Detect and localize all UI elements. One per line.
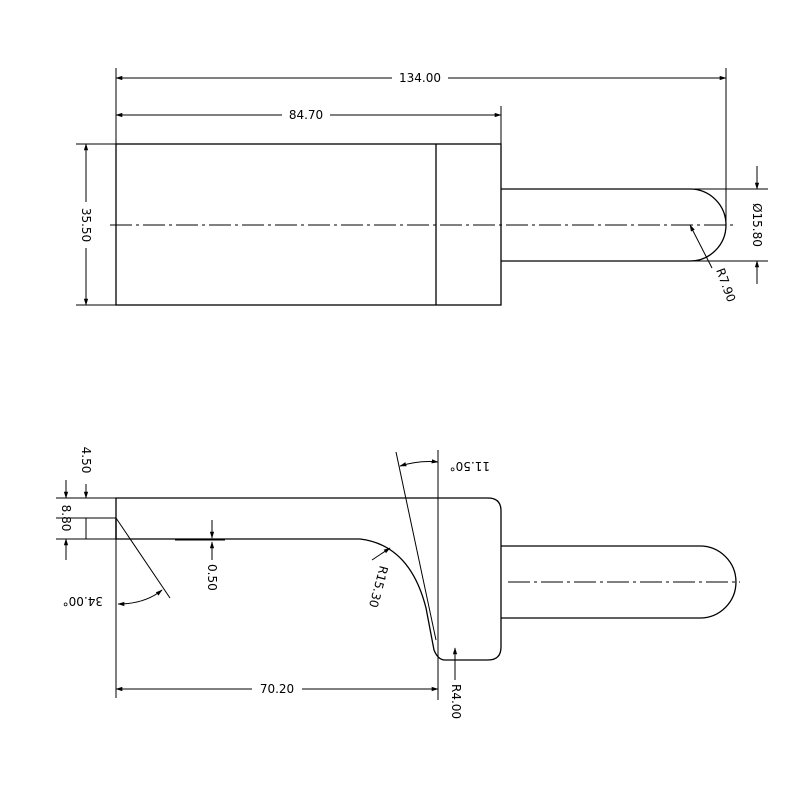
draft-angle-line [395,451,437,641]
leader-r1530 [371,547,391,561]
dim-pin-radius: R7.90 [713,266,738,304]
dim-step-height: 8.80 [59,505,73,532]
dim-length: 70.20 [260,682,294,696]
side-view-profile [115,497,502,661]
dim-body-height: 35.50 [79,208,93,242]
dim-draft-angle: 11.50° [450,459,490,473]
side-view-pin-outline [501,545,737,619]
side-view: 11.50° R15.30 4.50 8.80 34.00° 0.50 70.2… [56,447,740,719]
dim-arc-1150 [399,459,439,467]
dim-recess-depth: 0.50 [205,564,219,591]
dim-taper-angle: 34.00° [63,594,103,608]
dim-pin-diameter: Ø15.80 [750,203,764,247]
dim-body-length: 84.70 [289,108,323,122]
top-view: 134.00 84.70 35.50 Ø15.80 R7.90 [76,68,768,306]
leader-r790 [689,224,713,269]
dim-fillet-radius: R15.30 [366,564,391,609]
dim-corner-radius: R4.00 [449,684,463,719]
taper-line [115,517,171,599]
dim-overall-length: 134.00 [399,71,441,85]
dim-step-top: 4.50 [79,447,93,474]
dim-arc-3400 [117,589,163,607]
